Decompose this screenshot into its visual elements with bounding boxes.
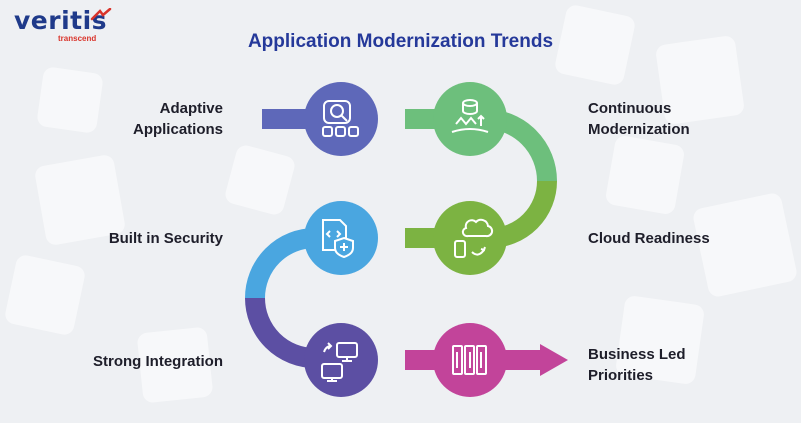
step-node-cloud xyxy=(433,201,507,275)
step-node-integration xyxy=(304,323,378,397)
label-cloud-readiness: Cloud Readiness xyxy=(588,230,710,247)
label-business-led-priorities: Business Led Priorities xyxy=(588,344,686,386)
step-node-continuous xyxy=(433,82,507,156)
label-line: Priorities xyxy=(588,367,654,384)
step-node-business xyxy=(433,323,507,397)
label-line: Modernization xyxy=(588,121,690,138)
page-title: Application Modernization Trends xyxy=(247,31,554,52)
code-shield-icon xyxy=(322,219,354,259)
brand-swoosh-icon xyxy=(90,8,112,21)
label-adaptive-applications: Adaptive Applications xyxy=(133,98,223,140)
step-node-adaptive xyxy=(304,82,378,156)
monitor-sync-icon xyxy=(321,342,358,382)
arc-left-top xyxy=(245,228,316,299)
brand-tagline: transcend xyxy=(58,34,97,43)
search-apps-icon xyxy=(322,100,359,137)
step-node-security xyxy=(304,201,378,275)
label-line: Applications xyxy=(132,121,223,138)
cloud-sync-icon xyxy=(454,218,494,258)
arrow-head xyxy=(540,344,568,376)
label-strong-integration: Strong Integration xyxy=(93,353,223,370)
label-line: Continuous xyxy=(588,100,672,117)
brand-name: veritis xyxy=(14,6,108,35)
label-continuous-modernization: Continuous Modernization xyxy=(588,98,690,140)
priority-bars-icon xyxy=(452,345,487,375)
brand-logo: veritis transcend xyxy=(14,6,112,43)
label-built-in-security: Built in Security xyxy=(108,230,223,247)
label-line: Adaptive xyxy=(159,100,223,117)
arc-left-bottom xyxy=(245,297,316,368)
database-upgrade-icon xyxy=(451,99,489,133)
label-line: Business Led xyxy=(588,346,686,363)
